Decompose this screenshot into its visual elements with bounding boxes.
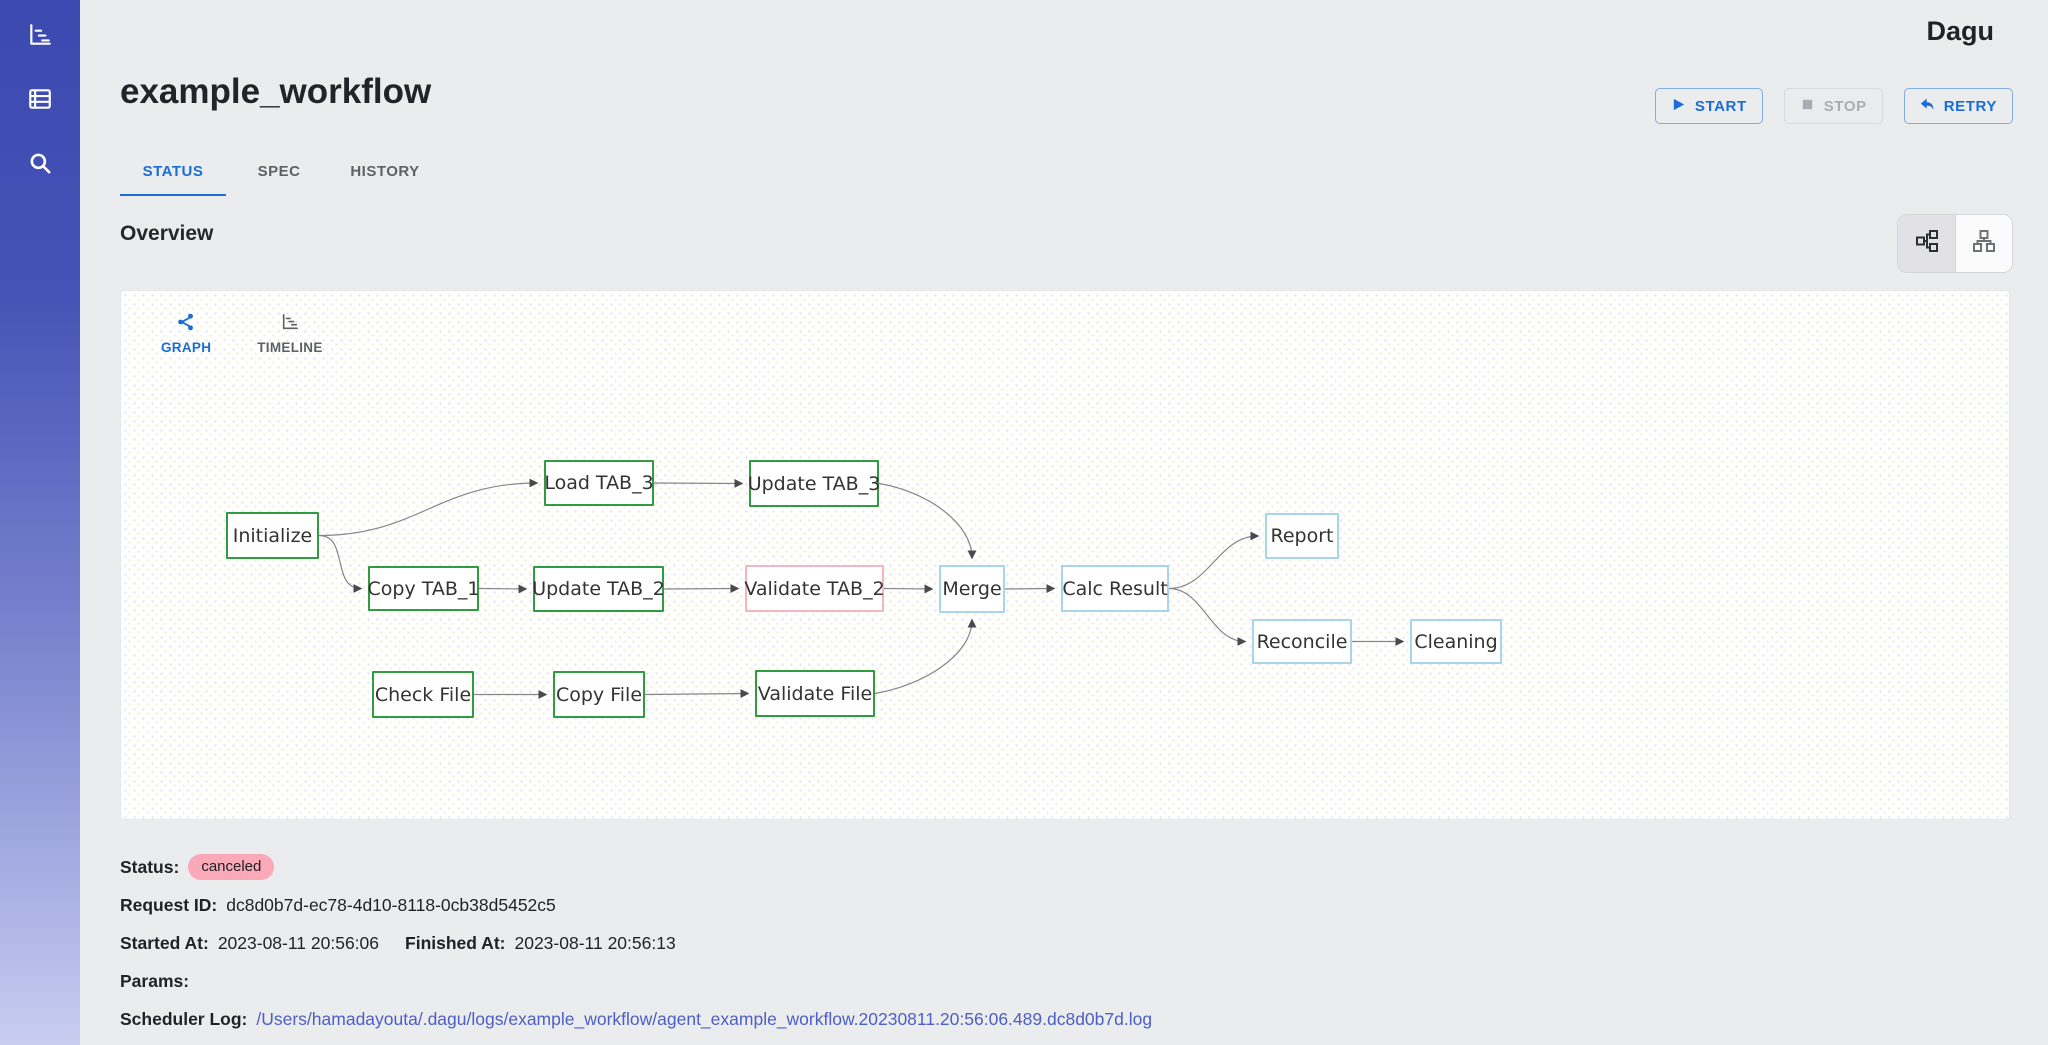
flowchart-vertical-icon [1972,229,1996,258]
dag-node-report[interactable]: Report [1265,513,1339,559]
dag-edge-copy_tab1-update_tab2 [478,584,528,594]
play-icon [1671,97,1686,116]
sidebar-item-dashboard[interactable] [25,22,55,52]
workflow-list-icon [27,86,53,117]
stop-button[interactable]: STOP [1783,88,1883,124]
search-icon [27,150,53,181]
request-id-value: dc8d0b7d-ec78-4d10-8118-0cb38d5452c5 [226,894,556,915]
scheduler-log-label: Scheduler Log: [120,1008,248,1029]
brand-title: Dagu [1926,16,1995,46]
tab-spec[interactable]: SPEC [257,162,301,180]
dag-node-merge[interactable]: Merge [939,565,1005,613]
action-buttons: START STOP RETRY [1654,88,2013,124]
run-details: Status: canceled Request ID: dc8d0b7d-ec… [120,848,1152,1038]
vertical-layout-button[interactable] [1955,215,2012,272]
times-row: Started At: 2023-08-11 20:56:06 Finished… [120,924,1152,962]
started-at-label: Started At: [120,932,209,953]
scheduler-log-link[interactable]: /Users/hamadayouta/.dagu/logs/example_wo… [256,1008,1153,1029]
share-graph-icon [177,313,195,334]
dag-node-update_tab2[interactable]: Update TAB_2 [532,566,665,612]
retry-button[interactable]: RETRY [1903,88,2013,124]
flowchart-horizontal-icon [1915,229,1939,258]
status-badge: canceled [188,854,275,880]
dag-edge-update_tab3-merge [878,482,977,560]
dag-edge-validate_file-merge [874,618,977,695]
finished-at-label: Finished At: [405,932,506,953]
status-label: Status: [120,856,180,877]
started-at-value: 2023-08-11 20:56:06 [217,932,380,953]
timeline-chart-icon [281,313,299,334]
sidebar-item-workflows[interactable] [25,86,55,116]
request-id-row: Request ID: dc8d0b7d-ec78-4d10-8118-0cb3… [120,886,1152,924]
graph-orientation-toggle [1897,214,2013,273]
dag-node-validate_file[interactable]: Validate File [755,670,875,717]
panel-tabs: GRAPH TIMELINE [151,309,333,359]
dag-node-check_file[interactable]: Check File [372,671,474,718]
dag-edge-validate_tab2-merge [883,584,934,594]
dag-node-copy_file[interactable]: Copy File [553,671,645,718]
dag-edge-calc_result-reconcile [1168,587,1247,646]
stop-icon [1800,97,1815,116]
scheduler-log-row: Scheduler Log: /Users/hamadayouta/.dagu/… [120,1000,1152,1038]
page-title: example_workflow [120,72,432,111]
dag-node-copy_tab1[interactable]: Copy TAB_1 [368,566,480,611]
start-button[interactable]: START [1654,88,1763,124]
dag-edge-initialize-copy_tab1 [318,534,363,593]
charts-icon [27,22,53,53]
sidebar-item-search[interactable] [25,150,55,180]
dag-node-reconcile[interactable]: Reconcile [1252,619,1352,664]
dag-edges [318,478,1405,699]
params-label: Params: [120,970,190,991]
dag-node-validate_tab2[interactable]: Validate TAB_2 [744,565,885,612]
tab-timeline[interactable]: TIMELINE [247,309,332,359]
dag-edge-calc_result-report [1168,531,1260,590]
dag-node-cleaning[interactable]: Cleaning [1410,619,1502,664]
dag-edge-load_tab3-update_tab3 [653,478,744,488]
tab-status[interactable]: STATUS [120,148,226,196]
request-id-label: Request ID: [120,894,218,915]
dag-edge-initialize-load_tab3 [318,478,539,537]
dag-edge-copy_file-validate_file [644,689,750,699]
overview-heading: Overview [120,222,214,245]
dag-node-calc_result[interactable]: Calc Result [1061,565,1169,612]
params-row: Params: [120,962,1152,1000]
dag-node-update_tab3[interactable]: Update TAB_3 [748,460,880,507]
sidebar [0,0,80,1045]
finished-at-value: 2023-08-11 20:56:13 [514,932,676,953]
page-tabs: STATUS SPEC HISTORY [120,148,438,196]
status-row: Status: canceled [120,848,1152,886]
tab-history[interactable]: HISTORY [350,162,420,180]
dag-edge-update_tab2-validate_tab2 [663,584,740,594]
dag-node-initialize[interactable]: Initialize [226,512,319,559]
retry-icon [1920,97,1935,116]
dag-node-load_tab3[interactable]: Load TAB_3 [544,460,654,506]
tab-graph[interactable]: GRAPH [151,309,221,359]
dag-edge-merge-calc_result [1004,584,1056,594]
horizontal-layout-button[interactable] [1898,215,1955,272]
